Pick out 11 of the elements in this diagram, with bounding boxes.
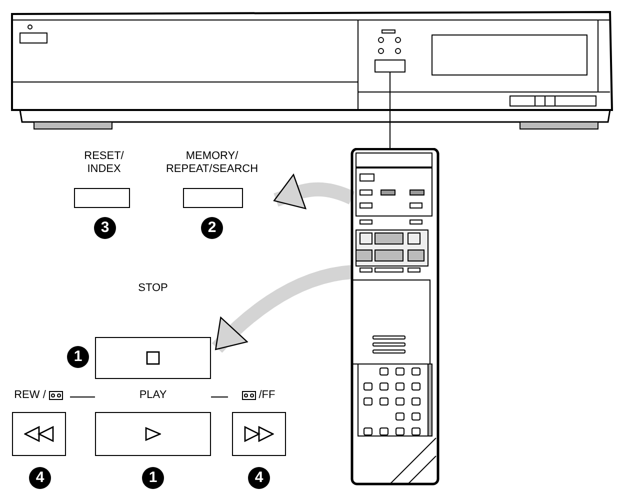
- callout-number: 1: [67, 346, 89, 368]
- connector-line: [70, 396, 96, 398]
- curved-arrow: [212, 265, 353, 353]
- callout-number: 4: [248, 467, 270, 489]
- callout-number: 3: [94, 217, 116, 239]
- callout-number: 1: [142, 467, 164, 489]
- callout-number: 4: [29, 467, 51, 489]
- curved-arrow: [274, 174, 355, 210]
- callout-number: 2: [201, 217, 223, 239]
- remote-control-drawing: [350, 148, 440, 486]
- connector-line: [210, 396, 228, 398]
